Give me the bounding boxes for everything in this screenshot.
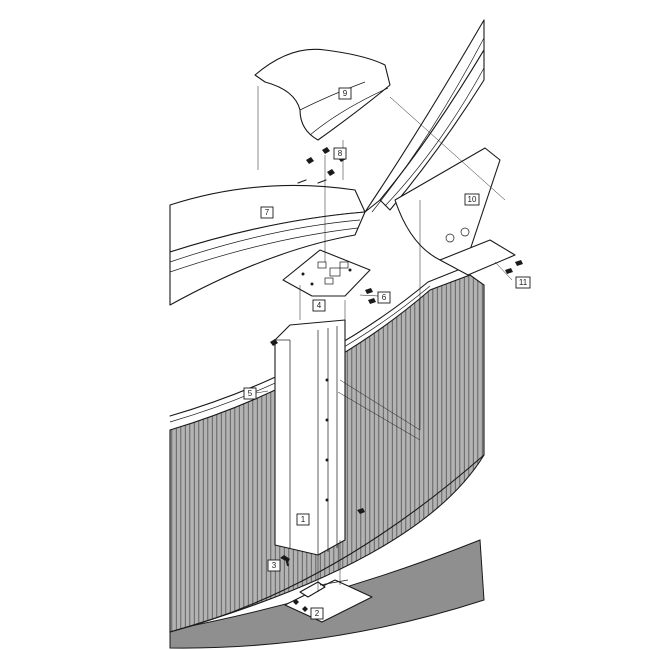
top-plate [282,249,371,297]
callout-6-label: 6 [382,293,387,302]
curved-rail [364,19,485,213]
callout-4: 4 [312,299,326,312]
connector-bracket [394,147,516,276]
callout-7-label: 7 [265,208,270,217]
callout-8: 8 [333,147,347,160]
leader-lines [255,86,513,592]
callout-2-label: 2 [315,609,320,618]
callout-2: 2 [310,607,324,620]
callout-7: 7 [260,206,274,219]
upright-post [274,319,346,556]
callout-3: 3 [267,559,281,572]
callout-11-label: 11 [519,278,528,287]
screws-item-11 [505,260,523,274]
callout-3-label: 3 [272,561,277,570]
screws-item-3 [270,339,365,566]
top-cap [254,48,391,141]
callout-9: 9 [338,87,352,100]
callout-8-label: 8 [338,149,343,158]
top-rail [169,179,366,306]
callout-5-label: 5 [248,389,253,398]
wall-bottom-edge [169,454,485,633]
callout-4-label: 4 [317,301,322,310]
callout-10: 10 [464,193,480,206]
callout-1: 1 [296,513,310,526]
screws-item-6 [365,288,376,304]
callout-1-label: 1 [301,515,306,524]
callout-5: 5 [243,387,257,400]
callout-9-label: 9 [343,89,348,98]
bottom-plate [284,579,373,623]
callout-6: 6 [377,291,391,304]
callout-11: 11 [515,276,531,289]
callout-10-label: 10 [468,195,477,204]
